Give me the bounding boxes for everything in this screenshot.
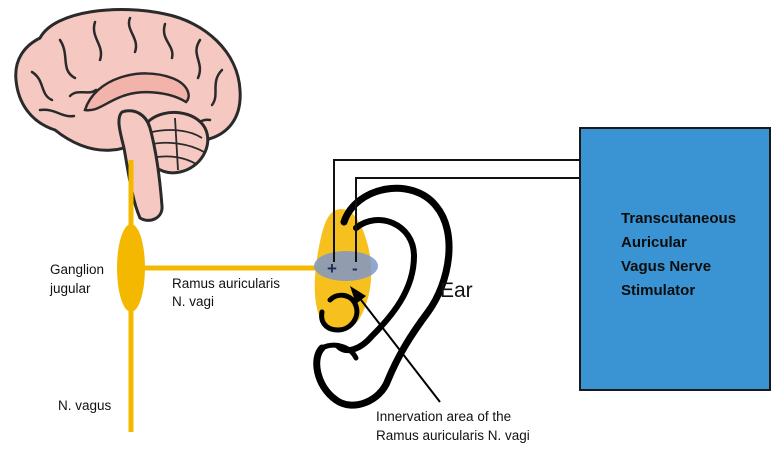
ear-lobule bbox=[319, 342, 359, 361]
ear-antihelix bbox=[335, 217, 418, 354]
stimulator-label-line2: Auricular bbox=[621, 234, 687, 251]
ear-label: Ear bbox=[440, 279, 473, 302]
ear-helix bbox=[313, 184, 453, 409]
vagus-label: N. vagus bbox=[58, 398, 112, 413]
stimulator-box bbox=[579, 127, 771, 391]
wire-positive bbox=[333, 159, 580, 262]
electrode-minus-label: - bbox=[352, 259, 358, 278]
stimulator-label-line4: Stimulator bbox=[621, 282, 695, 299]
brain-illustration bbox=[14, 8, 242, 222]
wire-negative bbox=[355, 177, 580, 262]
vagus-nerve bbox=[117, 160, 340, 432]
brainstem bbox=[117, 109, 164, 222]
ramus-label-line1: Ramus auricularis bbox=[172, 276, 280, 291]
ganglion-label-line1: Ganglion bbox=[50, 262, 104, 277]
innervation-label-line1: Innervation area of the bbox=[376, 409, 511, 424]
ganglion-label-line2: jugular bbox=[49, 281, 91, 296]
corpus-callosum bbox=[83, 72, 190, 112]
stimulator-label-line1: Transcutaneous bbox=[621, 210, 736, 227]
electrode-pad bbox=[314, 251, 378, 281]
stimulator-label-line3: Vagus Nerve bbox=[621, 258, 711, 275]
ramus-label-line2: N. vagi bbox=[172, 294, 214, 309]
electrode-plus-label: + bbox=[327, 259, 337, 278]
ear-concha bbox=[319, 292, 360, 333]
stimulator-wires bbox=[333, 159, 580, 262]
innervation-pointer-arrow bbox=[350, 286, 441, 403]
innervation-label-line2: Ramus auricularis N. vagi bbox=[376, 428, 530, 443]
